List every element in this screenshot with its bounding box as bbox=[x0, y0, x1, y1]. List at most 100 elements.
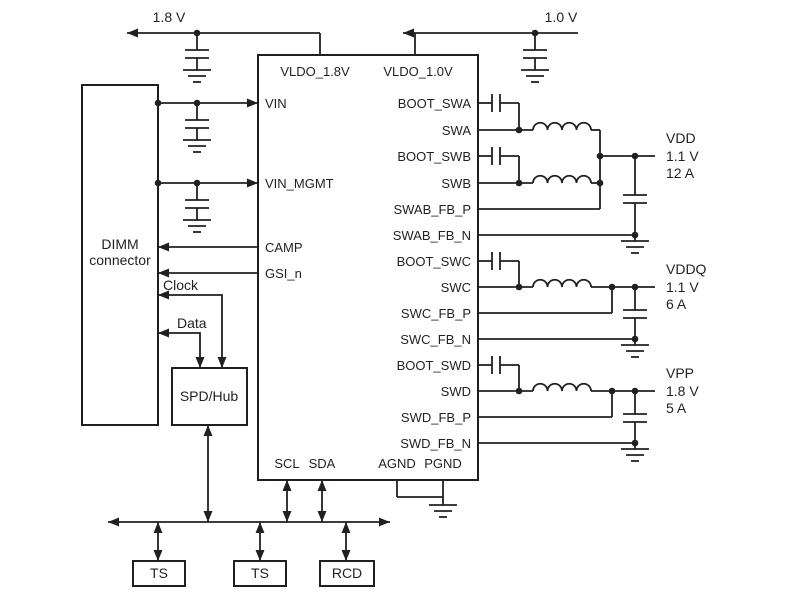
rail-1v0-label: 1.0 V bbox=[545, 9, 578, 25]
pin-label-boot-swa: BOOT_SWA bbox=[398, 96, 472, 111]
clock-data-wires: Clock Data bbox=[158, 277, 227, 368]
arrow-down-icon bbox=[153, 550, 163, 561]
arrow-right-icon bbox=[379, 517, 390, 527]
pin-label-vldo-1v8: VLDO_1.8V bbox=[280, 64, 350, 79]
vpp-rail-current: 5 A bbox=[666, 400, 687, 416]
inductor-swc bbox=[532, 278, 592, 288]
dimm-connector-label-line1: DIMM bbox=[101, 236, 138, 252]
rail-1v8: 1.8 V bbox=[127, 9, 321, 83]
arrow-down-icon bbox=[217, 357, 227, 368]
pin-label-swa: SWA bbox=[442, 123, 471, 138]
pin-label-swc: SWC bbox=[441, 280, 471, 295]
ground-icon bbox=[182, 219, 212, 233]
vddq-rail-name: VDDQ bbox=[666, 261, 707, 277]
pin-label-swd: SWD bbox=[441, 384, 471, 399]
capacitor-icon bbox=[184, 49, 210, 59]
pin-label-sda: SDA bbox=[309, 456, 336, 471]
bootstrap-capacitor-icon bbox=[491, 146, 501, 166]
inductor-swa bbox=[532, 121, 592, 131]
pin-label-pgnd: PGND bbox=[424, 456, 462, 471]
pin-label-scl: SCL bbox=[274, 456, 299, 471]
power-stage-c: VDDQ 1.1 V 6 A bbox=[478, 251, 707, 358]
arrow-left-icon bbox=[127, 28, 138, 38]
vin-input-network bbox=[154, 98, 258, 233]
junction-dot bbox=[596, 179, 604, 187]
junction-dot bbox=[631, 335, 639, 343]
ground-icon bbox=[620, 448, 650, 462]
vddq-rail-voltage: 1.1 V bbox=[666, 279, 699, 295]
arrow-down-icon bbox=[195, 357, 205, 368]
dimm-connector-label-line2: connector bbox=[89, 252, 151, 268]
capacitor-icon bbox=[622, 309, 648, 319]
capacitor-icon bbox=[184, 199, 210, 209]
pin-label-swc-fb-n: SWC_FB_N bbox=[400, 332, 471, 347]
capacitor-icon bbox=[184, 119, 210, 129]
wire-clock bbox=[158, 294, 223, 368]
ts1-box bbox=[132, 560, 186, 587]
junction-dot bbox=[631, 231, 639, 239]
pin-label-vin-mgmt: VIN_MGMT bbox=[265, 176, 334, 191]
inductor-swd bbox=[532, 382, 592, 392]
pin-label-gsi-n: GSI_n bbox=[265, 266, 302, 281]
power-stage-ab: VDD 1.1 V 12 A bbox=[478, 93, 699, 254]
wire-data bbox=[158, 332, 201, 368]
arrow-up-icon bbox=[341, 522, 351, 533]
rcd-box bbox=[319, 560, 375, 587]
pin-label-swab-fb-n: SWAB_FB_N bbox=[393, 228, 471, 243]
arrow-left-icon bbox=[158, 290, 169, 300]
pin-label-boot-swc: BOOT_SWC bbox=[397, 254, 471, 269]
ts1-label: TS bbox=[150, 565, 168, 581]
pmic-outline bbox=[257, 54, 479, 481]
clock-label: Clock bbox=[163, 277, 199, 293]
i2c-bus: TS TS RCD bbox=[108, 517, 390, 587]
pin-label-swb: SWB bbox=[441, 176, 471, 191]
rcd-label: RCD bbox=[332, 565, 362, 581]
agnd-pgnd-network bbox=[396, 480, 458, 518]
junction-dot bbox=[608, 387, 616, 395]
spd-hub-label: SPD/Hub bbox=[180, 388, 239, 404]
junction-dot bbox=[608, 283, 616, 291]
capacitor-icon bbox=[622, 413, 648, 423]
arrow-up-icon bbox=[282, 480, 292, 491]
dimm-connector-box bbox=[81, 84, 159, 426]
camp-gsi-wires bbox=[158, 242, 258, 278]
spd-hub-box bbox=[171, 367, 248, 426]
ground-icon bbox=[620, 344, 650, 358]
pmic: VLDO_1.8V VLDO_1.0V VIN VIN_MGMT CAMP GS… bbox=[257, 54, 479, 481]
bootstrap-capacitor-icon bbox=[491, 355, 501, 375]
pin-label-swd-fb-p: SWD_FB_P bbox=[401, 410, 471, 425]
ground-icon bbox=[182, 139, 212, 153]
pin-label-vin: VIN bbox=[265, 96, 287, 111]
arrow-left-icon bbox=[403, 28, 414, 38]
arrow-up-icon bbox=[317, 480, 327, 491]
pin-label-vldo-1v0: VLDO_1.0V bbox=[383, 64, 453, 79]
arrow-left-icon bbox=[158, 242, 169, 252]
pin-label-swab-fb-p: SWAB_FB_P bbox=[393, 202, 471, 217]
arrow-down-icon bbox=[282, 511, 292, 522]
pin-label-agnd: AGND bbox=[378, 456, 416, 471]
pin-label-camp: CAMP bbox=[265, 240, 303, 255]
arrow-down-icon bbox=[255, 550, 265, 561]
arrow-right-icon bbox=[247, 98, 258, 108]
vpp-rail-voltage: 1.8 V bbox=[666, 383, 699, 399]
arrow-up-icon bbox=[153, 522, 163, 533]
spd-hub: SPD/Hub bbox=[171, 367, 248, 522]
arrow-left-icon bbox=[158, 268, 169, 278]
arrow-down-icon bbox=[317, 511, 327, 522]
vdd-rail-voltage: 1.1 V bbox=[666, 148, 699, 164]
power-stage-d: VPP 1.8 V 5 A bbox=[478, 355, 699, 462]
arrow-right-icon bbox=[247, 178, 258, 188]
data-label: Data bbox=[177, 315, 207, 331]
arrow-up-icon bbox=[203, 425, 213, 436]
vddq-rail-current: 6 A bbox=[666, 296, 687, 312]
pin-label-swc-fb-p: SWC_FB_P bbox=[401, 306, 471, 321]
rail-1v0: 1.0 V bbox=[403, 9, 578, 83]
junction-dot bbox=[631, 439, 639, 447]
ts2-label: TS bbox=[251, 565, 269, 581]
vdd-rail-name: VDD bbox=[666, 130, 696, 146]
inductor-swb bbox=[532, 174, 592, 184]
ground-icon bbox=[520, 69, 550, 83]
ground-icon bbox=[182, 69, 212, 83]
